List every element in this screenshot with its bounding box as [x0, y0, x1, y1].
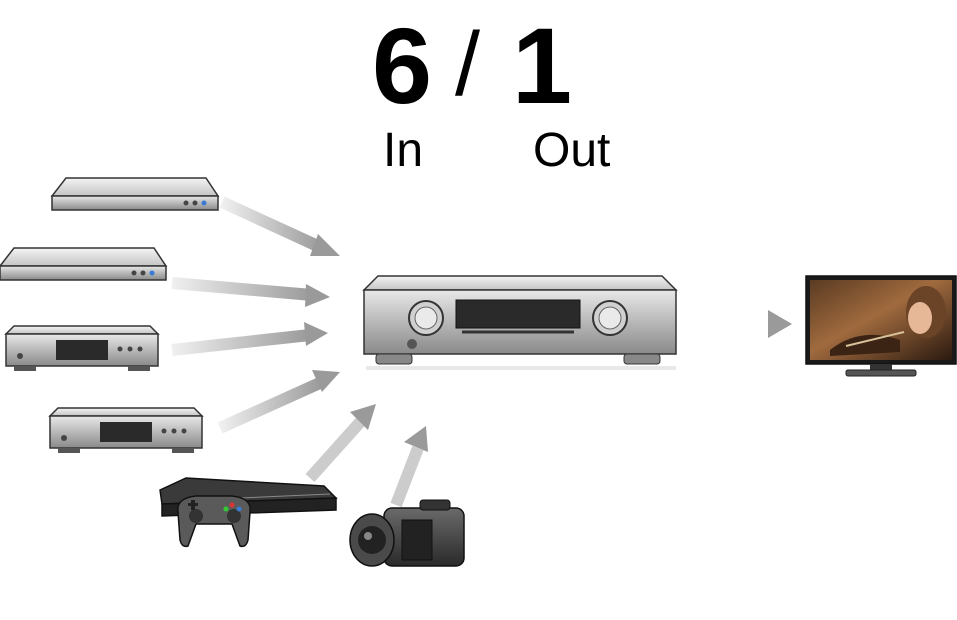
disc-player-icon: [48, 407, 204, 453]
headline: 6 / 1 In Out: [0, 0, 957, 190]
camcorder-icon: [349, 499, 465, 567]
inputs-count: 6: [372, 5, 433, 126]
separator: /: [455, 15, 481, 115]
television-icon: [805, 275, 957, 377]
outputs-label: Out: [533, 124, 611, 177]
input-arrow-3: [171, 322, 328, 356]
outputs-count: 1: [512, 5, 573, 126]
game-console-icon: [159, 477, 338, 548]
slim-disc-player-icon: [50, 177, 220, 211]
inputs-label: In: [383, 124, 424, 177]
input-arrow-5: [305, 404, 376, 483]
output-arrow: [688, 310, 792, 338]
slim-disc-player-icon: [0, 247, 168, 281]
av-receiver-icon: [362, 275, 678, 370]
disc-player-icon: [4, 325, 160, 371]
input-arrow-1: [219, 196, 340, 256]
input-arrow-2: [171, 277, 330, 307]
input-arrow-4: [217, 370, 340, 434]
input-arrow-6: [390, 426, 428, 508]
